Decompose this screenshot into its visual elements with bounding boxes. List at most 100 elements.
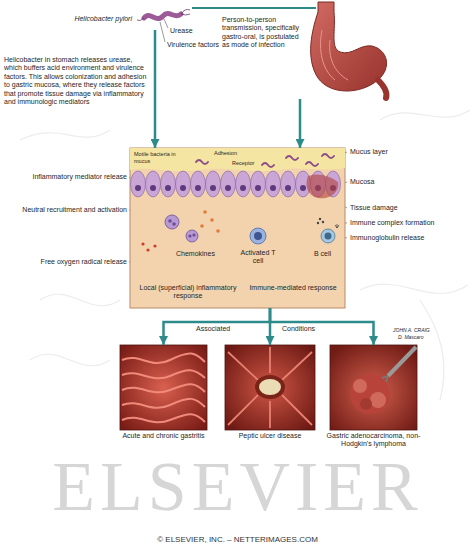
t-cell <box>254 232 262 240</box>
t-cell <box>250 228 266 244</box>
cell-nucleus <box>180 185 186 191</box>
part-label: Receptor <box>232 160 262 167</box>
cell-nucleus <box>285 185 291 191</box>
part-label: Mucus layer <box>350 148 470 156</box>
tumor-image <box>353 379 367 393</box>
condition-caption: Gastric adenocarcinoma, non-Hodgkin's ly… <box>325 432 422 449</box>
process-label: Immune complex formation <box>350 219 470 227</box>
epithelial-cells <box>236 171 251 197</box>
process-label: Inflammatory mediator release <box>3 173 127 181</box>
tumor-image <box>350 374 390 414</box>
artist-signature: JOHN A. CRAIG <box>393 327 463 333</box>
chemokine <box>200 224 204 228</box>
part-label: Activated T cell <box>238 249 278 266</box>
neutrophil <box>165 215 179 229</box>
artist-signature: D. Mascaro <box>398 334 458 340</box>
branch-label: Associated <box>196 325 238 333</box>
neutrophil-nucleus <box>168 219 195 237</box>
epithelial-cells <box>176 171 191 197</box>
cell-nucleus <box>135 185 336 191</box>
description-note: Helicobacter in stomach releases urease,… <box>4 56 148 106</box>
cell-nucleus <box>150 185 156 191</box>
tumor-image <box>330 345 417 430</box>
leader-line <box>164 19 168 28</box>
copyright-line: © ELSEVIER, INC. – NETTERIMAGES.COM <box>0 535 475 545</box>
bacteria-in-mucus <box>262 163 274 167</box>
tumor-image <box>382 376 388 382</box>
leader-line <box>160 22 165 42</box>
watermark: ELSEVIER <box>0 452 475 522</box>
response-label: Local (superficial) inflammatory respons… <box>136 284 240 301</box>
ulcer-image <box>255 375 285 399</box>
chemokine <box>216 229 220 233</box>
chemokine <box>200 210 220 233</box>
transmission-note: Person-to-person transmission, specifica… <box>222 16 300 50</box>
ulcer-image <box>259 379 281 395</box>
neutrophil <box>165 215 198 242</box>
bacteria-in-mucus <box>286 156 298 160</box>
chemokine <box>210 218 214 222</box>
cell-nucleus <box>255 185 261 191</box>
bacteria-in-mucus <box>322 154 334 158</box>
mucosa-panel: Local (superficial) inflammatory respons… <box>130 148 345 308</box>
bacterium <box>144 14 181 19</box>
bacterium <box>137 10 190 21</box>
free-radical <box>141 242 156 251</box>
process-label: Immunoglobulin release <box>350 234 470 242</box>
tumor-image <box>388 347 416 376</box>
cell-nucleus <box>240 185 246 191</box>
t-cell <box>250 228 266 244</box>
tumor-image <box>330 345 417 430</box>
flow-arrow <box>154 30 157 148</box>
tissue-damage <box>306 174 338 198</box>
cell-nucleus <box>300 185 306 191</box>
flow-arrow <box>299 99 302 148</box>
cell-nucleus <box>225 185 231 191</box>
neutrophil <box>186 230 198 242</box>
b-cell <box>321 229 335 243</box>
chemokine <box>203 210 207 214</box>
neutrophil-nucleus <box>192 233 195 236</box>
stomach-node: Person-to-person transmission, specifica… <box>222 4 388 99</box>
b-cell <box>335 224 339 228</box>
neutrophil-nucleus <box>188 234 191 237</box>
epithelial-cells <box>131 171 146 197</box>
tumor-image <box>370 392 386 408</box>
immune-complex <box>317 222 319 224</box>
mucosa-cross-section <box>130 148 345 308</box>
condition-image: Gastric adenocarcinoma, non-Hodgkin's ly… <box>325 345 422 451</box>
cell-nucleus <box>195 185 201 191</box>
cell-nucleus <box>165 185 171 191</box>
part-label: Mucosa <box>350 178 470 186</box>
condition-caption: Acute and chronic gastritis <box>120 432 207 440</box>
response-label: Immune-mediated response <box>248 284 338 292</box>
epithelial-cells <box>266 171 281 197</box>
gastritis-image <box>122 353 205 422</box>
b-cell <box>325 233 332 240</box>
free-radical <box>146 248 149 251</box>
free-radical <box>153 244 156 247</box>
epithelial-cells <box>161 171 176 197</box>
stomach <box>311 2 387 98</box>
cell-nucleus <box>210 185 216 191</box>
epithelial-cells <box>206 171 221 197</box>
mucosa-cross-section <box>130 148 345 308</box>
part-label: B cell <box>314 250 342 258</box>
bacteria-in-mucus <box>196 160 208 164</box>
gastritis-image <box>120 345 207 430</box>
bacterium <box>137 10 190 21</box>
epithelial-cells <box>281 171 296 197</box>
process-label: Free oxygen radical release <box>3 258 127 266</box>
process-label: Neutral recruitment and activation <box>3 206 127 214</box>
part-label: Adhesion <box>214 150 244 157</box>
stomach <box>378 80 387 98</box>
part-label: Chemokines <box>176 250 221 258</box>
ulcer-image <box>225 345 315 430</box>
tumor-image <box>360 398 372 410</box>
immune-complex <box>319 218 321 220</box>
stomach <box>321 30 348 80</box>
transmission-line <box>192 7 316 9</box>
neutrophil-nucleus <box>172 222 176 226</box>
stomach <box>311 2 387 91</box>
immune-complex <box>317 218 324 224</box>
